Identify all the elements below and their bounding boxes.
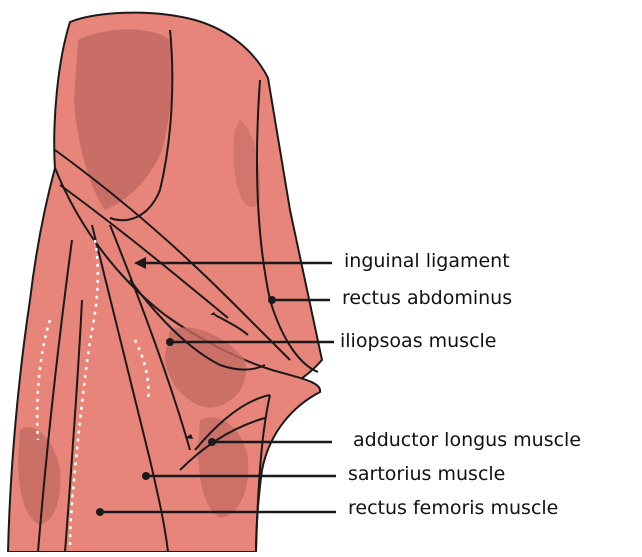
label-inguinal-ligament: inguinal ligament [344,252,510,271]
dot-rectus-abdominus [268,296,276,304]
dot-sartorius [142,472,150,480]
label-rectus-femoris-muscle: rectus femoris muscle [348,499,558,518]
dot-iliopsoas [166,338,174,346]
label-adductor-longus-muscle: adductor longus muscle [353,431,581,450]
label-iliopsoas-muscle: iliopsoas muscle [340,332,497,351]
dot-adductor [208,438,216,446]
label-rectus-abdominus: rectus abdominus [342,289,512,308]
dot-rectus-femoris [96,508,104,516]
label-sartorius-muscle: sartorius muscle [348,465,505,484]
